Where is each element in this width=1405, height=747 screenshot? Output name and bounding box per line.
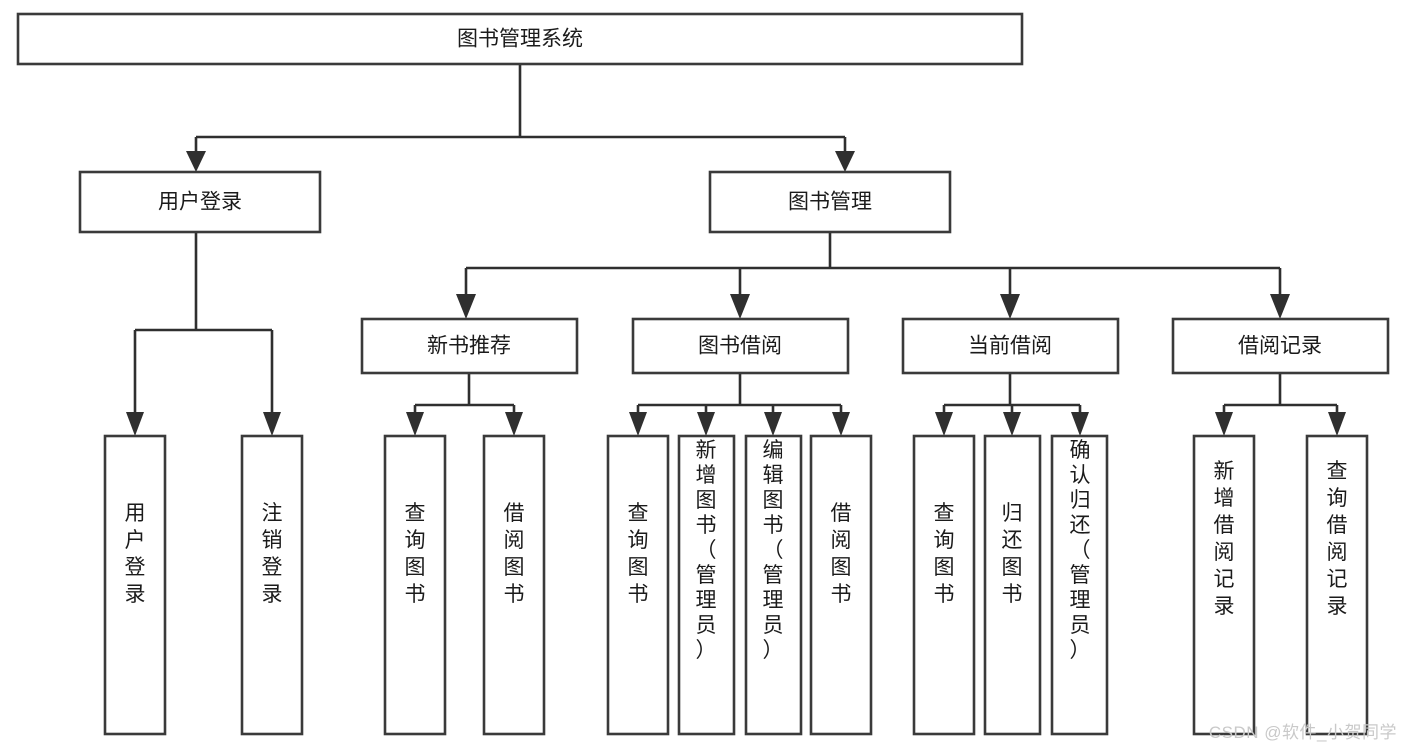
node-leaf-add-book-label: 新增图书（管理员） <box>696 439 717 662</box>
arrowhead-leaf-borrow-book-2 <box>832 412 850 436</box>
node-leaf-borrow-book-2-label: 借阅图书 <box>831 502 852 606</box>
arrowhead-leaf-edit-book <box>764 412 782 436</box>
node-leaf-query-book-1-label: 查询图书 <box>405 502 426 606</box>
node-leaf-return-book-box[interactable] <box>983 434 1042 736</box>
node-root-box[interactable] <box>16 12 1024 66</box>
node-borrow-record-box[interactable] <box>1171 317 1390 375</box>
node-leaf-borrow-book-2[interactable]: 借阅图书 <box>809 434 873 736</box>
node-current-borrow-label: 当前借阅 <box>968 335 1052 358</box>
node-book-borrow-box[interactable] <box>631 317 850 375</box>
node-leaf-query-book-2-label: 查询图书 <box>628 502 649 606</box>
node-current-borrow-box[interactable] <box>901 317 1120 375</box>
arrowhead-leaf-borrow-book-1 <box>505 412 523 436</box>
node-current-borrow[interactable]: 当前借阅 <box>901 317 1120 375</box>
arrowhead-leaf-user-logout <box>263 412 281 436</box>
node-leaf-borrow-book-1-label: 借阅图书 <box>504 502 525 606</box>
node-leaf-user-logout-box[interactable] <box>240 434 304 736</box>
node-user-login-label: 用户登录 <box>158 191 242 214</box>
node-new-book-recommend[interactable]: 新书推荐 <box>360 317 579 375</box>
node-leaf-query-record-box[interactable] <box>1305 434 1369 736</box>
node-user-login-box[interactable] <box>78 170 322 234</box>
node-book-manage-box[interactable] <box>708 170 952 234</box>
node-leaf-add-record-box[interactable] <box>1192 434 1256 736</box>
node-leaf-query-book-1[interactable]: 查询图书 <box>383 434 447 736</box>
node-borrow-record[interactable]: 借阅记录 <box>1171 317 1390 375</box>
node-root[interactable]: 图书管理系统 <box>16 12 1024 66</box>
node-leaf-edit-book-label: 编辑图书（管理员） <box>763 439 784 662</box>
arrowhead-book-borrow <box>730 294 750 319</box>
node-book-borrow[interactable]: 图书借阅 <box>631 317 850 375</box>
node-new-book-recommend-box[interactable] <box>360 317 579 375</box>
node-root-label: 图书管理系统 <box>457 28 583 51</box>
node-leaf-query-book-2[interactable]: 查询图书 <box>606 434 670 736</box>
arrowhead-leaf-confirm-return <box>1071 412 1089 436</box>
node-leaf-edit-book[interactable]: 编辑图书（管理员） <box>744 434 803 736</box>
node-leaf-user-logout-label: 注销登录 <box>262 502 283 606</box>
node-leaf-edit-book-box[interactable] <box>744 434 803 736</box>
arrowhead-leaf-query-book-1 <box>406 412 424 436</box>
arrowhead-user-login <box>186 151 206 172</box>
node-leaf-query-record[interactable]: 查询借阅记录 <box>1305 434 1369 736</box>
node-leaf-add-record[interactable]: 新增借阅记录 <box>1192 434 1256 736</box>
node-leaf-add-record-label: 新增借阅记录 <box>1214 460 1235 618</box>
node-leaf-query-book-3-label: 查询图书 <box>934 502 955 606</box>
arrowhead-current-borrow <box>1000 294 1020 319</box>
arrowhead-borrow-record <box>1270 294 1290 319</box>
node-leaf-query-book-2-box[interactable] <box>606 434 670 736</box>
node-leaf-user-login-box[interactable] <box>103 434 167 736</box>
connector-layer <box>126 64 1346 436</box>
node-book-borrow-label: 图书借阅 <box>698 335 782 358</box>
node-leaf-query-book-3[interactable]: 查询图书 <box>912 434 976 736</box>
node-leaf-user-logout[interactable]: 注销登录 <box>240 434 304 736</box>
arrowhead-new-book-recommend <box>456 294 476 319</box>
node-leaf-confirm-return-box[interactable] <box>1050 434 1109 736</box>
node-leaf-add-book[interactable]: 新增图书（管理员） <box>677 434 736 736</box>
node-leaf-borrow-book-1[interactable]: 借阅图书 <box>482 434 546 736</box>
node-leaf-confirm-return[interactable]: 确认归还（管理员） <box>1050 434 1109 736</box>
arrowhead-leaf-add-book <box>697 412 715 436</box>
arrowhead-leaf-query-record <box>1328 412 1346 436</box>
arrowhead-leaf-query-book-2 <box>629 412 647 436</box>
node-book-manage[interactable]: 图书管理 <box>708 170 952 234</box>
arrowhead-leaf-add-record <box>1215 412 1233 436</box>
csdn-watermark: CSDN @软件_小贺同学 <box>1208 723 1397 742</box>
node-leaf-query-book-1-box[interactable] <box>383 434 447 736</box>
node-leaf-return-book-label: 归还图书 <box>1002 502 1023 606</box>
node-book-manage-label: 图书管理 <box>788 191 872 214</box>
node-leaf-add-book-box[interactable] <box>677 434 736 736</box>
node-user-login[interactable]: 用户登录 <box>78 170 322 234</box>
node-leaf-borrow-book-1-box[interactable] <box>482 434 546 736</box>
arrowhead-book-manage <box>835 151 855 172</box>
node-leaf-user-login[interactable]: 用户登录 <box>103 434 167 736</box>
arrowhead-leaf-query-book-3 <box>935 412 953 436</box>
node-new-book-recommend-label: 新书推荐 <box>427 335 511 358</box>
node-borrow-record-label: 借阅记录 <box>1238 335 1322 358</box>
node-leaf-return-book[interactable]: 归还图书 <box>983 434 1042 736</box>
node-leaf-confirm-return-label: 确认归还（管理员） <box>1070 439 1091 662</box>
arrowhead-leaf-return-book <box>1003 412 1021 436</box>
node-leaf-borrow-book-2-box[interactable] <box>809 434 873 736</box>
arrowhead-leaf-user-login <box>126 412 144 436</box>
node-leaf-query-record-label: 查询借阅记录 <box>1327 460 1348 618</box>
node-leaf-query-book-3-box[interactable] <box>912 434 976 736</box>
node-leaf-user-login-label: 用户登录 <box>125 502 146 606</box>
